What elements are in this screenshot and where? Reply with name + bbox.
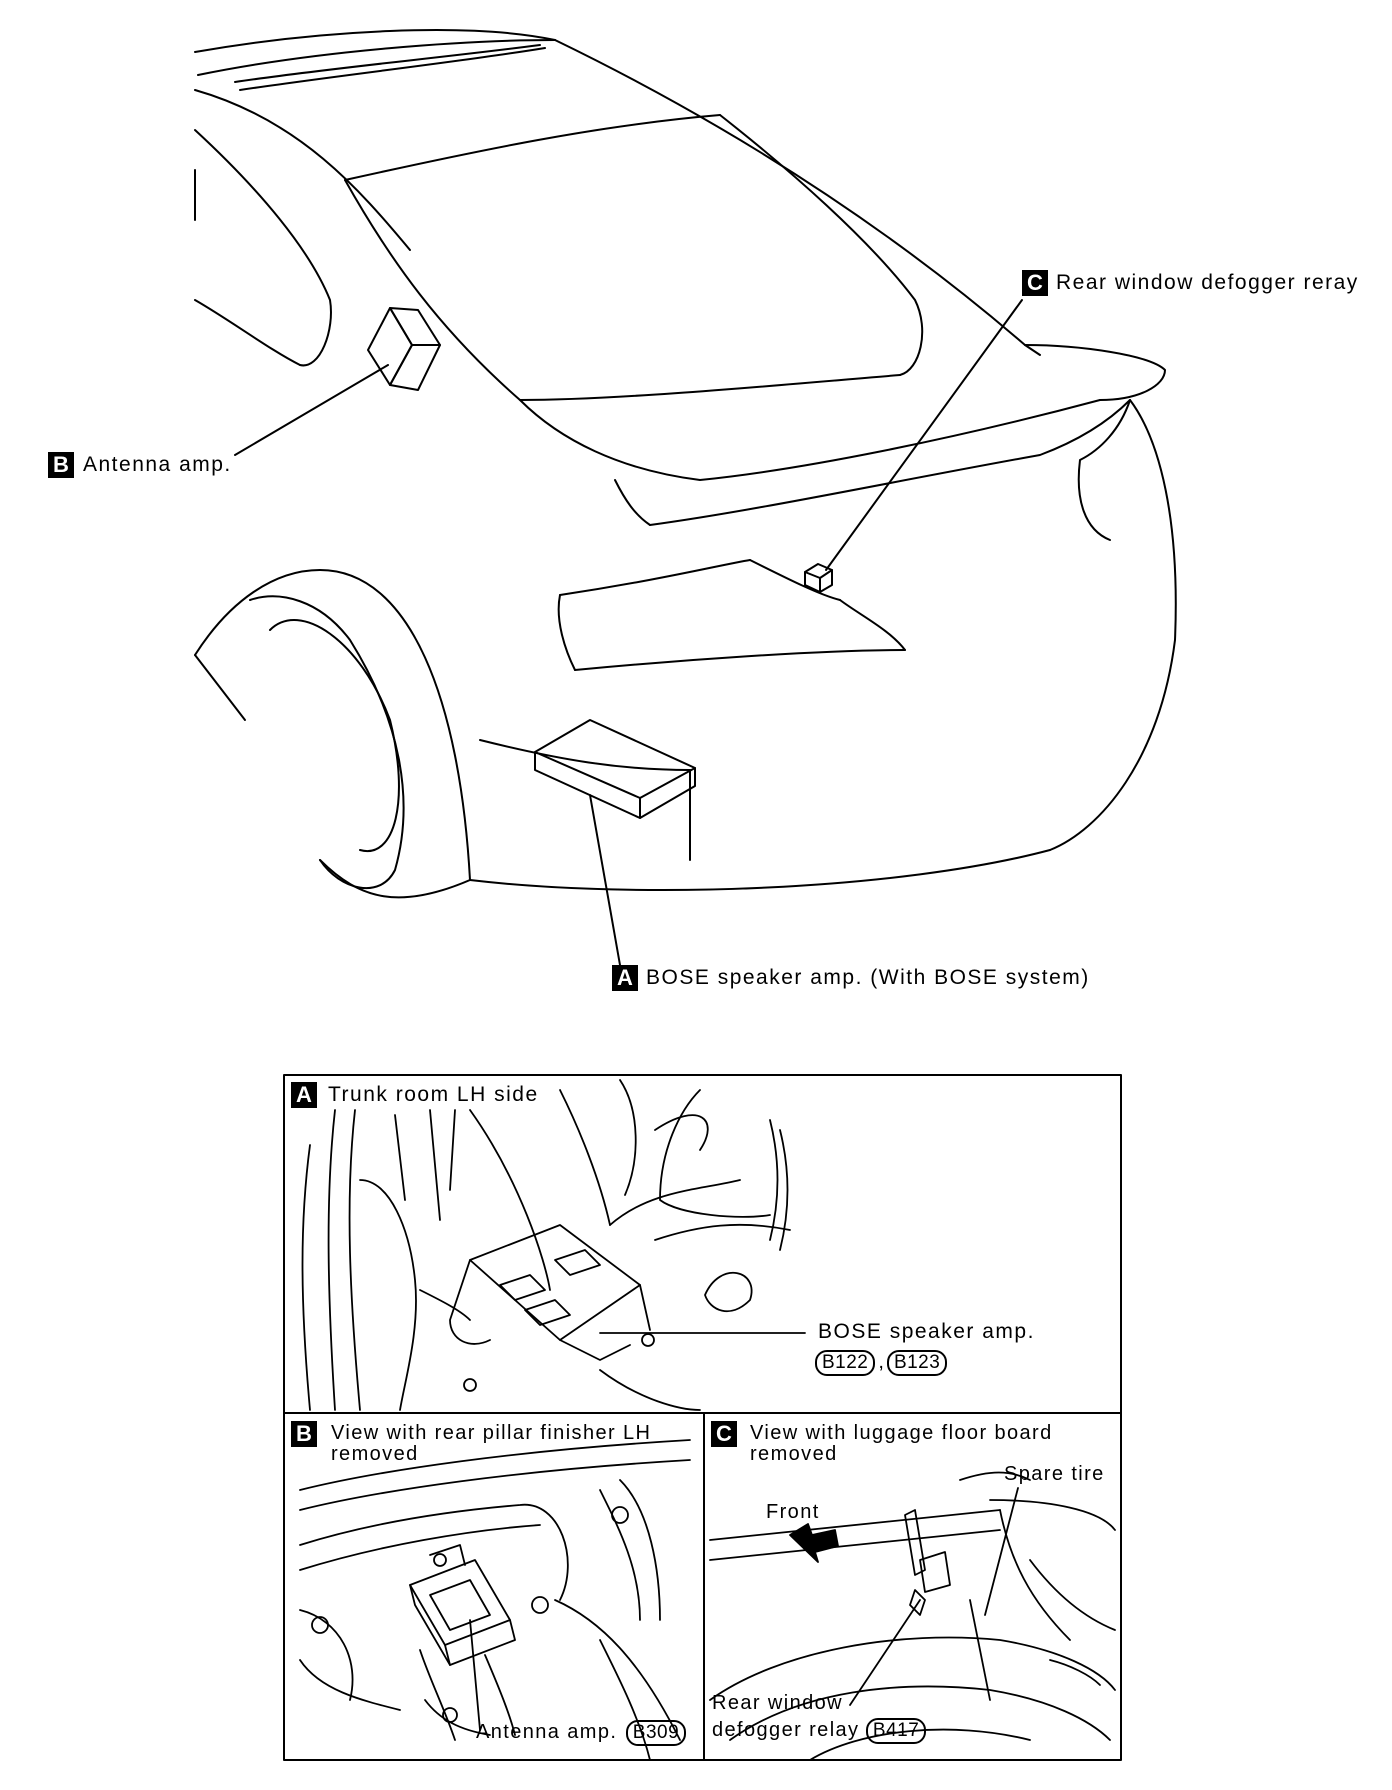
callout-label-c: Rear window defogger reray bbox=[1056, 271, 1359, 294]
detail-c-illustration bbox=[709, 1471, 1116, 1761]
leader-b bbox=[234, 364, 389, 456]
detail-b-title-line2: removed bbox=[331, 1443, 419, 1465]
leader-c bbox=[825, 299, 1023, 571]
detail-a-part-label: BOSE speaker amp. bbox=[818, 1320, 1035, 1343]
detail-c-spare-label: Spare tire bbox=[1004, 1463, 1105, 1485]
callout-key-b: B bbox=[48, 452, 74, 478]
car-illustration bbox=[194, 29, 1177, 966]
antenna-amp-box bbox=[367, 307, 441, 391]
detail-a-key: A bbox=[291, 1082, 317, 1108]
detail-frame-outer bbox=[283, 1074, 1122, 1761]
callout-label-b: Antenna amp. bbox=[83, 453, 232, 476]
detail-c-title-line2: removed bbox=[750, 1443, 838, 1465]
detail-c-part-line2: defogger relay bbox=[712, 1719, 860, 1741]
connector-badge: B123 bbox=[886, 1350, 948, 1376]
detail-b-title-line1: View with rear pillar finisher LH bbox=[331, 1422, 652, 1444]
detail-b-illustration bbox=[299, 1439, 691, 1761]
detail-b-part-label: Antenna amp. bbox=[476, 1721, 618, 1743]
detail-a-illustration bbox=[301, 1079, 806, 1411]
detail-b-part: Antenna amp. B309 bbox=[476, 1720, 687, 1746]
detail-c-front-label: Front bbox=[766, 1501, 820, 1523]
callout-label-a: BOSE speaker amp. (With BOSE system) bbox=[646, 966, 1090, 989]
detail-c-key: C bbox=[711, 1421, 737, 1447]
defogger-relay-box bbox=[804, 563, 833, 593]
bose-amp-box bbox=[534, 719, 696, 819]
connector-badge: B417 bbox=[865, 1718, 927, 1744]
detail-a-title: Trunk room LH side bbox=[328, 1083, 539, 1106]
detail-c-part-line1: Rear window bbox=[712, 1692, 844, 1714]
callout-key-c: C bbox=[1022, 270, 1048, 296]
connector-badge: B122 bbox=[815, 1350, 876, 1376]
connector-separator: , bbox=[878, 1351, 884, 1373]
detail-a-connectors: B122,B123 bbox=[815, 1350, 948, 1376]
connector-badge: B309 bbox=[625, 1720, 687, 1746]
callout-key-a: A bbox=[612, 965, 638, 991]
detail-b-key: B bbox=[291, 1421, 317, 1447]
detail-c-part: defogger relay B417 bbox=[712, 1718, 927, 1744]
leader-a bbox=[589, 794, 621, 966]
detail-c-title-line1: View with luggage floor board bbox=[750, 1422, 1053, 1444]
